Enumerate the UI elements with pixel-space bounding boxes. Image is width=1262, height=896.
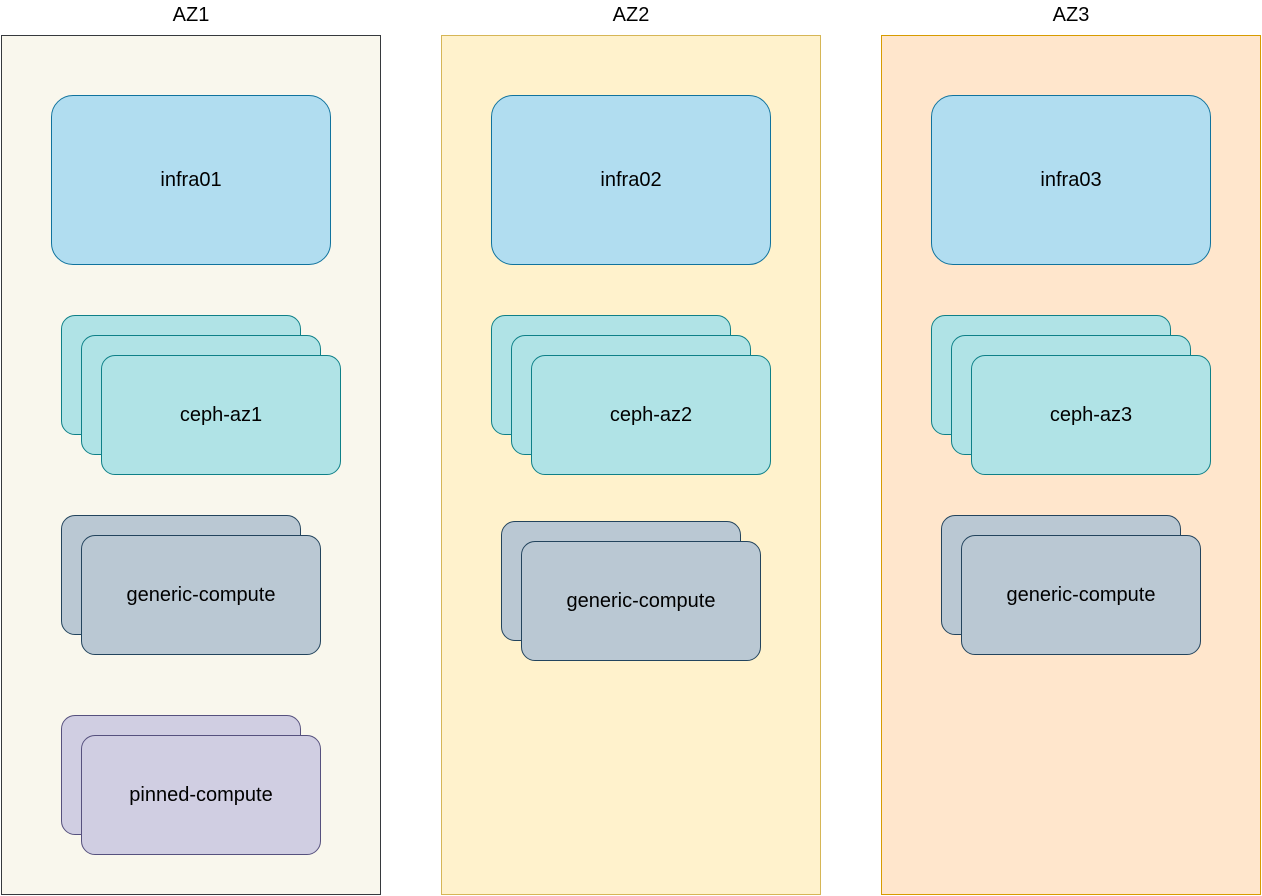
ceph-az2-label: ceph-az2 — [609, 403, 693, 426]
generic-compute-az1-label: generic-compute — [126, 583, 276, 606]
generic-compute-az3-label: generic-compute — [1006, 583, 1156, 606]
ceph-az1-label: ceph-az1 — [179, 403, 263, 426]
generic-compute-az3-node: generic-compute — [961, 535, 1201, 655]
pinned-compute-az1-node: pinned-compute — [81, 735, 321, 855]
ceph-az2-node: ceph-az2 — [531, 355, 771, 475]
pinned-compute-az1-label: pinned-compute — [129, 783, 273, 806]
ceph-az3-label: ceph-az3 — [1049, 403, 1133, 426]
infra03-node: infra03 — [931, 95, 1211, 265]
infra02-node: infra02 — [491, 95, 771, 265]
infra01-label: infra01 — [160, 168, 222, 191]
generic-compute-az1-node: generic-compute — [81, 535, 321, 655]
generic-compute-az2-node: generic-compute — [521, 541, 761, 661]
infra03-label: infra03 — [1040, 168, 1102, 191]
az1-title: AZ1 — [172, 4, 210, 26]
az3-title: AZ3 — [1052, 4, 1090, 26]
infra02-label: infra02 — [600, 168, 662, 191]
az2-title: AZ2 — [612, 4, 650, 26]
ceph-az3-node: ceph-az3 — [971, 355, 1211, 475]
infra01-node: infra01 — [51, 95, 331, 265]
ceph-az1-node: ceph-az1 — [101, 355, 341, 475]
generic-compute-az2-label: generic-compute — [566, 589, 716, 612]
